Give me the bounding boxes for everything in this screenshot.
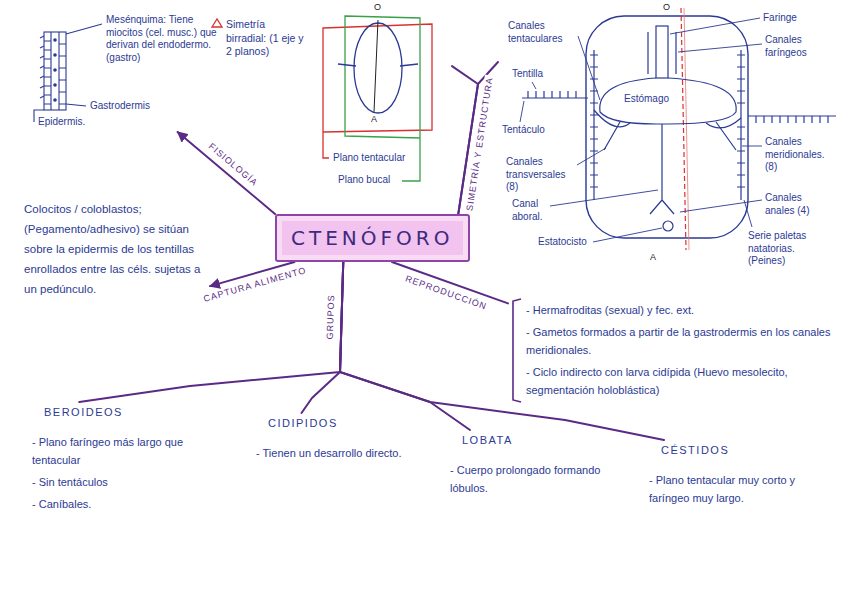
callout-label: Simetría birradial: (1 eje y 2 planos) xyxy=(226,18,306,59)
topic-title: CTENÓFORO xyxy=(291,225,454,251)
bullet-text: - Cuerpo prolongado formando lóbulos. xyxy=(450,461,602,497)
anatomy-sketch xyxy=(520,8,836,250)
gastrodermis-cells xyxy=(59,44,66,104)
symmetry-sketch xyxy=(212,16,432,181)
bullet-text: - Hermafroditas (sexual) y fec. ext. xyxy=(526,301,836,319)
leader-line xyxy=(520,18,762,242)
callout-label: Gastrodermis xyxy=(90,100,150,113)
tentacular-canals xyxy=(594,110,741,128)
callout-label: Epidermis. xyxy=(38,116,85,129)
axis-marker: O xyxy=(663,2,670,13)
tentacle-line xyxy=(338,64,418,66)
tissue-figure: Mesénquima: Tiene miocitos (cel. musc.) … xyxy=(20,6,233,132)
tissue-outline xyxy=(44,32,66,110)
bullet-text: - Caníbales. xyxy=(32,495,214,513)
callout-label: Plano bucal xyxy=(338,174,390,187)
callout-label: Canales transversales (8) xyxy=(506,156,578,194)
nucleus xyxy=(53,98,57,102)
callout-label: Plano tentacular xyxy=(333,152,405,165)
stomach xyxy=(600,78,736,124)
bullet-text: - Plano tentacular muy corto y faríngeo … xyxy=(649,471,831,507)
text-block: Colocitos / coloblastos; (Pegamento/adhe… xyxy=(20,196,210,302)
callout-label: Canales anales (4) xyxy=(765,192,827,217)
branch-label: CAPTURA ALIMENTO xyxy=(201,264,310,305)
epidermis-cells xyxy=(44,41,51,104)
axis-marker: O xyxy=(374,2,381,13)
central-topic: CTENÓFORO xyxy=(275,214,470,262)
branch-label: SIMETRÍA Y ESTRUCTURA xyxy=(464,75,496,214)
pharyngeal-canals xyxy=(648,32,676,74)
group-block: BEROIDEOS - Plano faríngeo más largo que … xyxy=(28,402,218,520)
axis-marker: A xyxy=(650,252,656,263)
heading-text: LOBATA xyxy=(450,433,602,447)
tentacle-left xyxy=(522,91,588,98)
bullet-text: - Plano faríngeo más largo que tentacula… xyxy=(32,433,214,469)
group-block: LOBATA - Cuerpo prolongado formando lóbul… xyxy=(446,430,606,504)
branch-line xyxy=(340,262,664,440)
heading-text: BEROIDEOS xyxy=(32,405,214,419)
callout-label: Serie paletas natatorias. (Peines) xyxy=(748,230,834,268)
callout-label: Estatocisto xyxy=(538,236,587,249)
branch-line xyxy=(178,132,275,214)
branch-line xyxy=(79,262,343,402)
bullet-list: - Hermafroditas (sexual) y fec. ext. - Ga… xyxy=(508,298,840,406)
callout-label: Estómago xyxy=(624,93,669,106)
callout-label: Mesénquima: Tiene miocitos (cel. musc.) … xyxy=(106,14,231,64)
callout-label: Tentáculo xyxy=(502,124,545,137)
callout-label: Canales meridionales. (8) xyxy=(765,136,837,174)
tentacle-right xyxy=(748,116,836,123)
bracket xyxy=(513,299,521,402)
heading-text: CIDIPIDOS xyxy=(256,416,413,430)
bullet-text: - Gametos formados a partir de la gastro… xyxy=(526,323,836,359)
meridional-canals xyxy=(594,50,741,200)
branch-label: GRUPOS xyxy=(324,292,336,341)
group-block: CIDIPIDOS - Tienen un desarrollo directo. xyxy=(252,413,417,469)
statocyst xyxy=(663,221,673,231)
axis-line xyxy=(684,8,689,250)
group-block: CÉSTIDOS - Plano tentacular muy corto y f… xyxy=(645,440,835,514)
bullet-text: - Sin tentáculos xyxy=(32,473,214,491)
anatomy-figure: Canales tentacularesTentillaTentáculoCan… xyxy=(498,4,840,280)
body-outline xyxy=(586,16,748,238)
branch-line xyxy=(458,62,498,214)
note-text: Colocitos / coloblastos; (Pegamento/adhe… xyxy=(24,199,206,299)
nucleus xyxy=(53,83,57,87)
branch-label: REPRODUCCIÓN xyxy=(402,273,490,314)
pharynx xyxy=(656,26,668,78)
nucleus xyxy=(53,53,57,57)
comb-rows xyxy=(590,55,745,187)
callout-label: Canales faríngeos xyxy=(765,34,835,59)
nucleus xyxy=(53,68,57,72)
heading-text: CÉSTIDOS xyxy=(649,443,831,457)
cilia xyxy=(40,36,44,98)
warning-triangle xyxy=(212,19,222,27)
bullet-text: - Ciclo indirecto con larva cidípida (Hu… xyxy=(526,363,836,399)
branch-line xyxy=(302,262,344,413)
callout-label: Canal aboral. xyxy=(512,198,560,223)
bullet-text: - Tienen un desarrollo directo. xyxy=(256,444,413,462)
body-outline xyxy=(354,23,402,113)
axis-marker: A xyxy=(371,114,377,125)
axis-line xyxy=(681,8,686,250)
callout-label: Faringe xyxy=(763,12,797,25)
oral-aboral-axis xyxy=(374,20,378,112)
callout-label: Canales tentaculares xyxy=(508,20,576,45)
branch-label: FISIOLOGÍA xyxy=(205,139,262,189)
aboral-canal xyxy=(650,124,674,214)
nucleus xyxy=(53,38,57,42)
nuclei xyxy=(53,38,57,102)
callout-label: Tentilla xyxy=(512,68,543,81)
tissue-layers xyxy=(51,32,59,110)
